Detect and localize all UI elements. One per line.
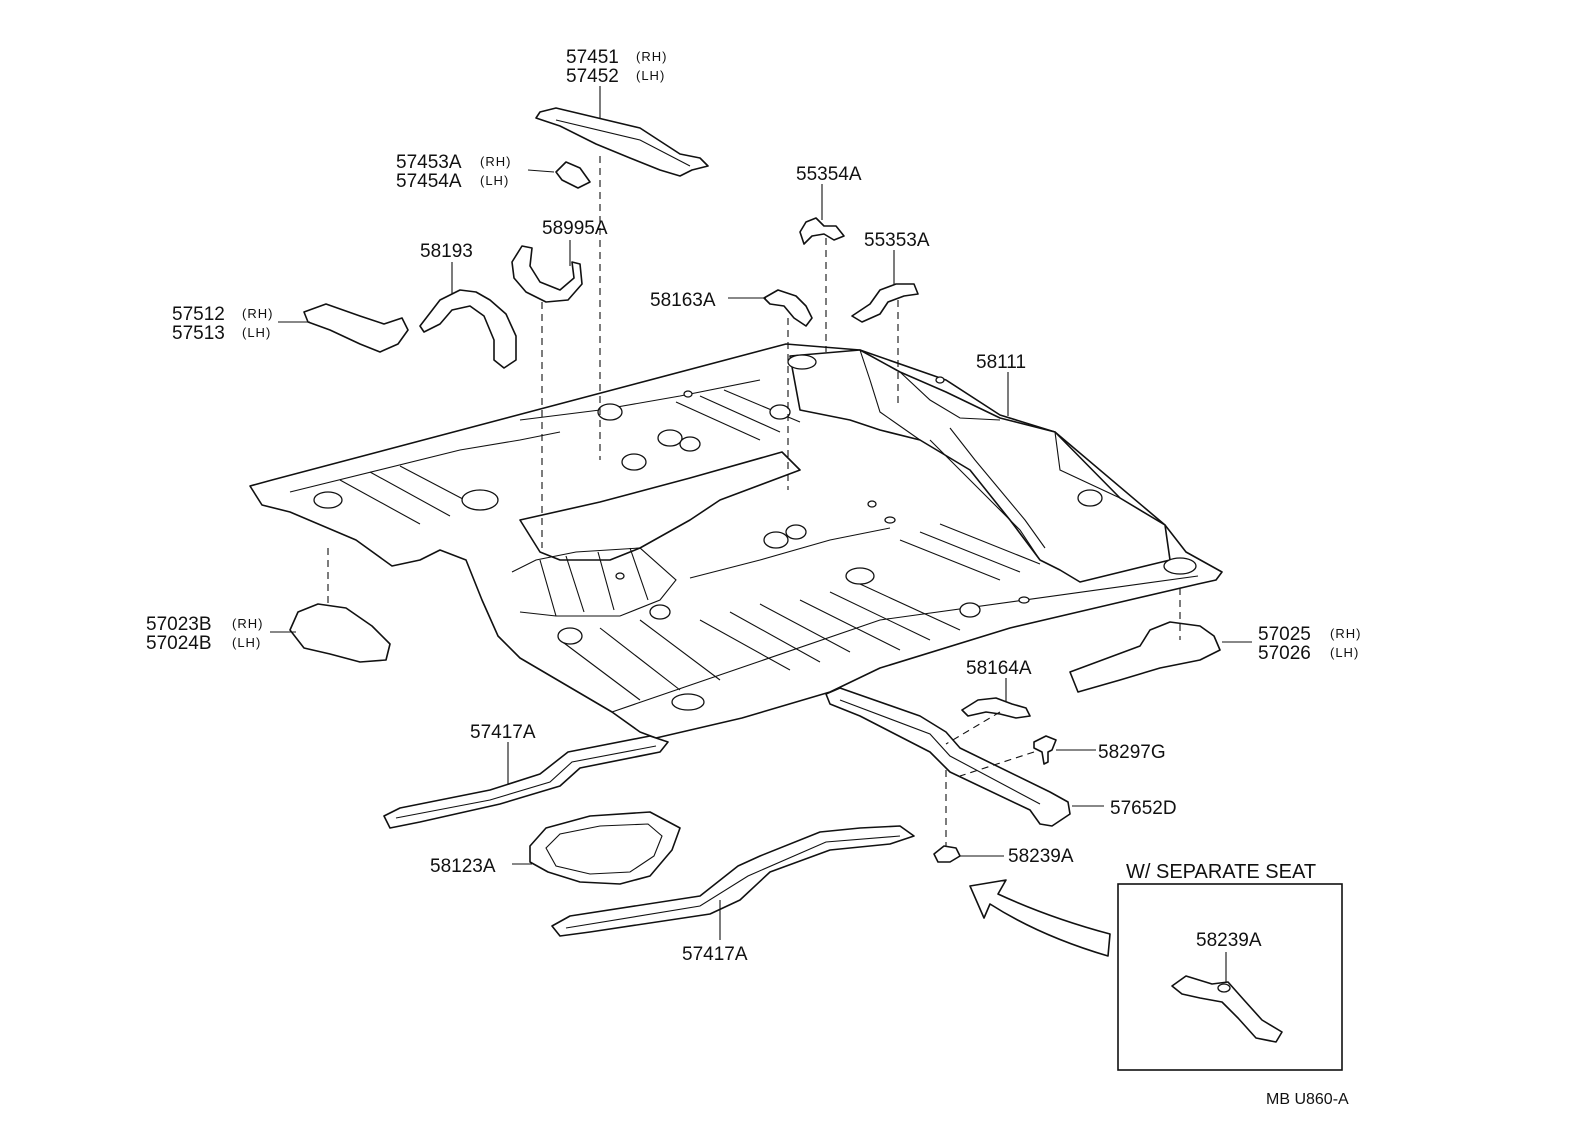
part-55353A-shape xyxy=(851,283,919,323)
floor-pan-58111 xyxy=(249,343,1223,739)
svg-text:57025: 57025 xyxy=(1258,624,1311,645)
part-58193-shape xyxy=(419,289,517,369)
label-58164A: 58164A xyxy=(966,658,1032,679)
label-55353A: 55353A xyxy=(864,230,930,251)
label-57454A-side: (LH) xyxy=(480,173,509,188)
part-57023B-shape xyxy=(289,603,391,663)
svg-text:57512: 57512 xyxy=(172,304,225,325)
svg-text:(RH): (RH) xyxy=(242,306,273,321)
label-57025: 57025 xyxy=(1258,624,1311,645)
label-57451: 57451 xyxy=(566,47,619,68)
svg-text:(RH): (RH) xyxy=(1330,626,1361,641)
label-57652D: 57652D xyxy=(1110,798,1177,819)
label-58297G: 58297G xyxy=(1098,742,1166,763)
part-57512-shape xyxy=(303,303,409,353)
label-57513: 57513 xyxy=(172,323,225,344)
svg-text:(RH): (RH) xyxy=(232,616,263,631)
svg-text:(LH): (LH) xyxy=(1330,645,1359,660)
part-57417A-top-shape xyxy=(383,735,669,829)
inset-separate-seat: W/ SEPARATE SEAT 58239A xyxy=(1117,861,1343,1071)
label-57026: 57026 xyxy=(1258,643,1311,664)
svg-text:(LH): (LH) xyxy=(242,325,271,340)
svg-text:57452: 57452 xyxy=(566,66,619,87)
svg-text:57023B: 57023B xyxy=(146,614,212,635)
inset-arrow xyxy=(969,879,1111,957)
svg-text:(RH): (RH) xyxy=(480,154,511,169)
label-57453A-side: (RH) xyxy=(480,154,511,169)
label-57024B-side: (LH) xyxy=(232,635,261,650)
svg-text:57454A: 57454A xyxy=(396,171,462,192)
label-55354A: 55354A xyxy=(796,164,862,185)
label-57452-side: (LH) xyxy=(636,68,665,83)
svg-text:(LH): (LH) xyxy=(636,68,665,83)
part-58163A-shape xyxy=(763,289,813,327)
part-57417A-bottom-shape xyxy=(551,825,915,937)
svg-text:57024B: 57024B xyxy=(146,633,212,654)
label-57453A: 57453A xyxy=(396,152,462,173)
svg-text:57453A: 57453A xyxy=(396,152,462,173)
inset-bracket-shape xyxy=(1171,975,1283,1043)
svg-text:(RH): (RH) xyxy=(636,49,667,64)
label-57023B: 57023B xyxy=(146,614,212,635)
label-57026-side: (LH) xyxy=(1330,645,1359,660)
svg-text:(LH): (LH) xyxy=(232,635,261,650)
label-57454A: 57454A xyxy=(396,171,462,192)
part-58164A-shape xyxy=(961,697,1031,719)
label-58193: 58193 xyxy=(420,241,473,262)
svg-text:57451: 57451 xyxy=(566,47,619,68)
diagram-code: MB U860-A xyxy=(1266,1091,1349,1108)
label-57024B: 57024B xyxy=(146,633,212,654)
label-57513-side: (LH) xyxy=(242,325,271,340)
part-58995A-shape xyxy=(511,245,583,303)
part-57453A-shape xyxy=(555,161,591,189)
inset-part-label: 58239A xyxy=(1196,930,1262,951)
label-58111: 58111 xyxy=(976,352,1026,373)
part-58123A-shape xyxy=(529,811,681,885)
part-58239A-shape xyxy=(933,845,961,863)
svg-text:57026: 57026 xyxy=(1258,643,1311,664)
label-57417A-bottom: 57417A xyxy=(682,944,748,965)
label-57512-side: (RH) xyxy=(242,306,273,321)
label-58239A: 58239A xyxy=(1008,846,1074,867)
part-58297G-shape xyxy=(1033,735,1057,765)
label-57023B-side: (RH) xyxy=(232,616,263,631)
label-57025-side: (RH) xyxy=(1330,626,1361,641)
label-58163A: 58163A xyxy=(650,290,716,311)
part-55354A-shape xyxy=(799,217,845,245)
svg-text:57513: 57513 xyxy=(172,323,225,344)
label-57417A-top: 57417A xyxy=(470,722,536,743)
label-58995A: 58995A xyxy=(542,218,608,239)
label-57512: 57512 xyxy=(172,304,225,325)
svg-text:(LH): (LH) xyxy=(480,173,509,188)
label-57452: 57452 xyxy=(566,66,619,87)
inset-title: W/ SEPARATE SEAT xyxy=(1126,861,1316,883)
label-58123A: 58123A xyxy=(430,856,496,877)
part-57025-shape xyxy=(1069,621,1221,693)
part-57652D-shape xyxy=(825,687,1071,827)
label-57451-side: (RH) xyxy=(636,49,667,64)
